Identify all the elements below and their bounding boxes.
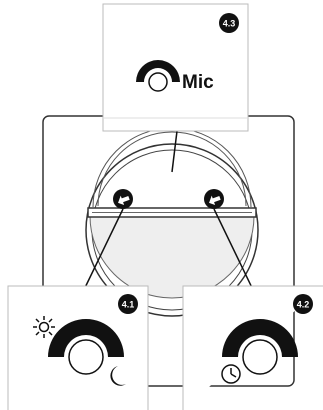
- leader-line-left: [79, 208, 124, 299]
- mic-label: Mic: [182, 72, 214, 93]
- arrow-marker-right-icon: [204, 189, 224, 209]
- svg-text:4.3: 4.3: [223, 19, 236, 29]
- svg-text:4.1: 4.1: [122, 300, 135, 310]
- leader-line-top: [171, 130, 178, 173]
- clock-icon: [221, 364, 241, 384]
- mic-knob-icon: [136, 60, 180, 92]
- panel-top: 4.3 Mic: [102, 3, 249, 132]
- badge-right: 4.2: [293, 294, 313, 314]
- panel-right: 4.2: [182, 285, 323, 410]
- timer-knob-icon: [222, 319, 298, 375]
- round-device-icon: [85, 127, 259, 317]
- arrow-marker-left-icon: [113, 189, 133, 209]
- panel-left: 4.1: [7, 285, 149, 410]
- leader-line-right: [213, 208, 257, 297]
- brightness-knob-icon: [48, 319, 124, 375]
- sun-icon: [33, 316, 55, 338]
- svg-text:4.2: 4.2: [297, 300, 310, 310]
- badge-left: 4.1: [118, 294, 138, 314]
- badge-top: 4.3: [219, 13, 239, 33]
